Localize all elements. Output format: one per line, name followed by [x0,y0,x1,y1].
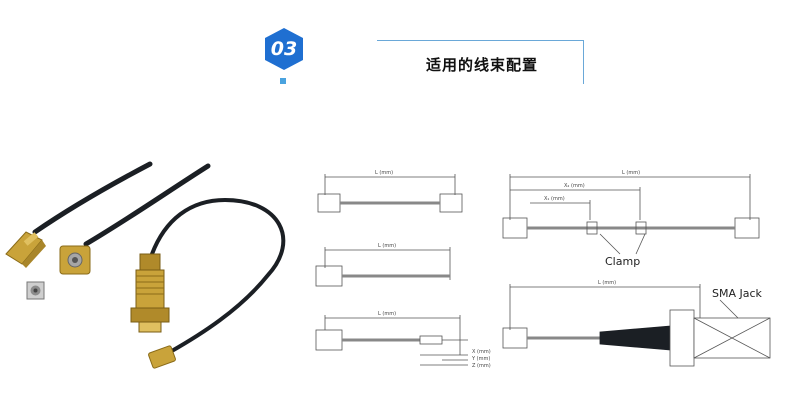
d4-x1-label: X₁ (mm) [544,196,565,202]
d5-length-label: L (mm) [598,280,616,286]
d3-y-label: Y (mm) [471,356,490,362]
coax-cable-1 [32,161,153,235]
section-title: 适用的线束配置 [425,56,538,74]
diagram-with-clamps [502,174,760,255]
technical-drawings: L (mm) L (mm) L (mm) X (mm) Y (mm) Z (mm… [315,170,771,369]
diagram-single-end [315,247,451,287]
d2-length-label: L (mm) [378,243,396,249]
diagram-sma-jack [502,284,771,367]
accent-square [280,78,286,84]
sma-jack-callout: SMA Jack [712,287,763,300]
ufl-connector-1 [5,231,46,268]
d3-x-label: X (mm) [472,349,491,355]
clamp-callout: Clamp [605,255,640,268]
d4-length-label: L (mm) [622,170,640,176]
ufl-connector-3 [148,345,176,369]
receptacle-part [26,281,45,300]
d4-x2-label: X₂ (mm) [564,183,585,189]
cable-assembly-photo [5,161,286,369]
diagram-straight-both-ends [317,174,463,213]
d3-z-label: Z (mm) [472,363,491,369]
d3-length-label: L (mm) [378,311,396,317]
coax-cable-3 [150,197,286,354]
d1-length-label: L (mm) [375,170,393,176]
section-number: 03 [271,38,297,60]
coax-cable-2 [83,163,211,247]
section-number-badge: 03 [265,28,303,70]
hexagon-icon [265,28,303,70]
ufl-connector-2 [59,245,91,275]
sma-jack-connector [130,253,170,333]
diagram-stripped-end [315,315,468,366]
header-divider [377,40,584,41]
header-divider-vertical [583,40,584,84]
